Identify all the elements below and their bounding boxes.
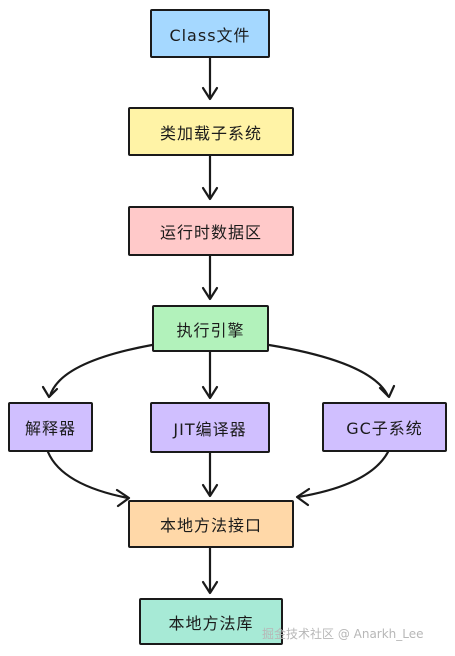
node-class-loader-label: 类加载子系统	[159, 123, 262, 143]
watermark: 掘金技术社区 @ Anarkh_Lee	[262, 627, 424, 641]
arrow-interpreter-to-native	[46, 450, 130, 500]
node-runtime-data-area-label: 运行时数据区	[159, 223, 262, 242]
node-native-interface: 本地方法接口	[128, 500, 294, 548]
node-class-file-label: Class文件	[169, 25, 251, 45]
node-interpreter: 解释器	[8, 402, 93, 452]
node-class-file: Class文件	[150, 9, 270, 58]
node-native-library: 本地方法库	[139, 598, 283, 645]
node-gc-subsystem-label: GC子系统	[346, 419, 423, 438]
node-jit-compiler-label: JIT编译器	[173, 419, 247, 439]
node-class-loader: 类加载子系统	[128, 107, 294, 156]
arrow-engine-to-interpreter	[48, 343, 154, 398]
node-native-library-label: 本地方法库	[168, 613, 254, 633]
arrow-gc-to-native	[296, 450, 390, 499]
arrow-engine-to-gc	[267, 343, 390, 398]
node-runtime-data-area: 运行时数据区	[128, 206, 294, 256]
node-execution-engine: 执行引擎	[152, 305, 269, 352]
node-interpreter-label: 解释器	[24, 419, 76, 438]
node-gc-subsystem: GC子系统	[322, 402, 447, 452]
node-execution-engine-label: 执行引擎	[176, 320, 245, 340]
node-jit-compiler: JIT编译器	[150, 402, 270, 453]
node-native-interface-label: 本地方法接口	[159, 516, 262, 535]
